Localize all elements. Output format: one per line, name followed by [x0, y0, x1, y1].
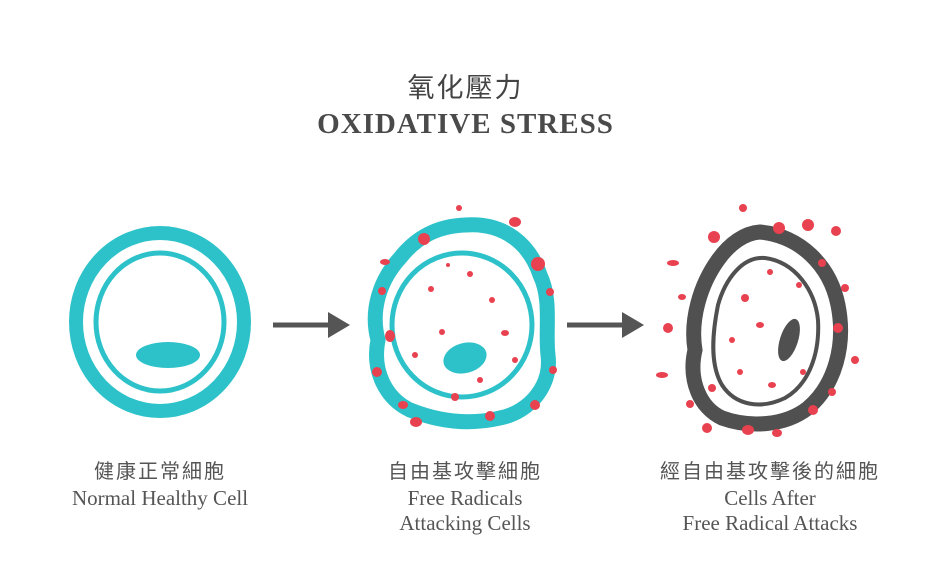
healthy-cell-nucleus — [136, 342, 200, 368]
attacked-cell-outer-wall — [367, 217, 556, 430]
attacked-cell-nucleus — [443, 342, 487, 374]
free-radical — [531, 257, 545, 271]
caption-en-line-2: Free Radical Attacks — [682, 511, 858, 535]
damaged-cell-inner-membrane — [711, 255, 821, 407]
free-radical — [800, 369, 806, 375]
free-radical — [802, 219, 814, 231]
free-radical — [702, 423, 712, 433]
free-radical — [477, 377, 483, 383]
free-radical — [768, 382, 776, 388]
caption-free-radicals-attacking: 自由基攻擊細胞 Free Radicals Attacking Cells — [340, 456, 590, 536]
free-radicals-1 — [372, 205, 557, 427]
free-radical — [686, 400, 694, 408]
free-radical — [385, 330, 395, 342]
free-radical — [708, 231, 720, 243]
free-radical — [796, 282, 802, 288]
free-radical — [372, 367, 382, 377]
free-radical — [439, 329, 445, 335]
free-radical — [767, 269, 773, 275]
free-radical — [467, 271, 473, 277]
free-radical — [808, 405, 818, 415]
free-radical — [851, 356, 859, 364]
free-radical — [737, 369, 743, 375]
arrow-1 — [273, 312, 350, 338]
free-radical — [418, 233, 430, 245]
caption-zh: 自由基攻擊細胞 — [388, 459, 542, 483]
free-radical — [818, 259, 826, 267]
free-radical — [530, 400, 540, 410]
free-radical — [451, 393, 459, 401]
free-radical — [428, 286, 434, 292]
free-radical — [456, 205, 462, 211]
healthy-cell-inner-membrane — [93, 250, 227, 394]
arrow-2 — [567, 312, 644, 338]
free-radical — [678, 294, 686, 300]
free-radical — [663, 323, 673, 333]
free-radical — [772, 429, 782, 437]
free-radical — [833, 323, 843, 333]
free-radical — [380, 259, 390, 265]
free-radical — [739, 204, 747, 212]
free-radical — [446, 263, 450, 267]
free-radical — [828, 388, 836, 396]
caption-zh: 經自由基攻擊後的細胞 — [660, 459, 880, 483]
free-radical — [546, 288, 554, 296]
free-radical — [485, 411, 495, 421]
free-radical — [742, 425, 754, 435]
healthy-cell-outer-wall — [69, 226, 251, 418]
caption-zh: 健康正常細胞 — [94, 459, 226, 483]
free-radical — [509, 217, 521, 227]
free-radical — [741, 294, 749, 302]
attacked-cell-inner-membrane — [389, 250, 535, 400]
caption-cells-after-attacks: 經自由基攻擊後的細胞 Cells After Free Radical Atta… — [640, 456, 900, 536]
attacked-cell — [367, 217, 556, 430]
free-radical — [501, 330, 509, 336]
damaged-cell — [685, 224, 848, 432]
free-radical — [512, 357, 518, 363]
free-radical — [756, 322, 764, 328]
title-english: OXIDATIVE STRESS — [317, 108, 614, 140]
free-radical — [708, 384, 716, 392]
free-radical — [667, 260, 679, 266]
free-radical — [489, 297, 495, 303]
free-radicals-2 — [656, 204, 859, 437]
free-radical — [841, 284, 849, 292]
free-radical — [378, 287, 386, 295]
caption-normal-healthy-cell: 健康正常細胞 Normal Healthy Cell — [35, 456, 285, 511]
free-radical — [773, 222, 785, 234]
caption-en-line-2: Attacking Cells — [399, 511, 531, 535]
title-chinese: 氧化壓力 — [407, 73, 524, 104]
caption-en: Normal Healthy Cell — [71, 486, 249, 510]
free-radical — [656, 372, 668, 378]
caption-en-line-1: Free Radicals — [407, 486, 523, 510]
damaged-cell-outer-wall — [685, 224, 848, 432]
free-radical — [831, 226, 841, 236]
free-radical — [410, 417, 422, 427]
free-radical — [412, 352, 418, 358]
caption-en-line-1: Cells After — [724, 486, 816, 510]
healthy-cell — [69, 226, 251, 418]
free-radical — [549, 366, 557, 374]
damaged-cell-nucleus — [778, 318, 800, 362]
free-radical — [729, 337, 735, 343]
free-radical — [398, 401, 408, 409]
